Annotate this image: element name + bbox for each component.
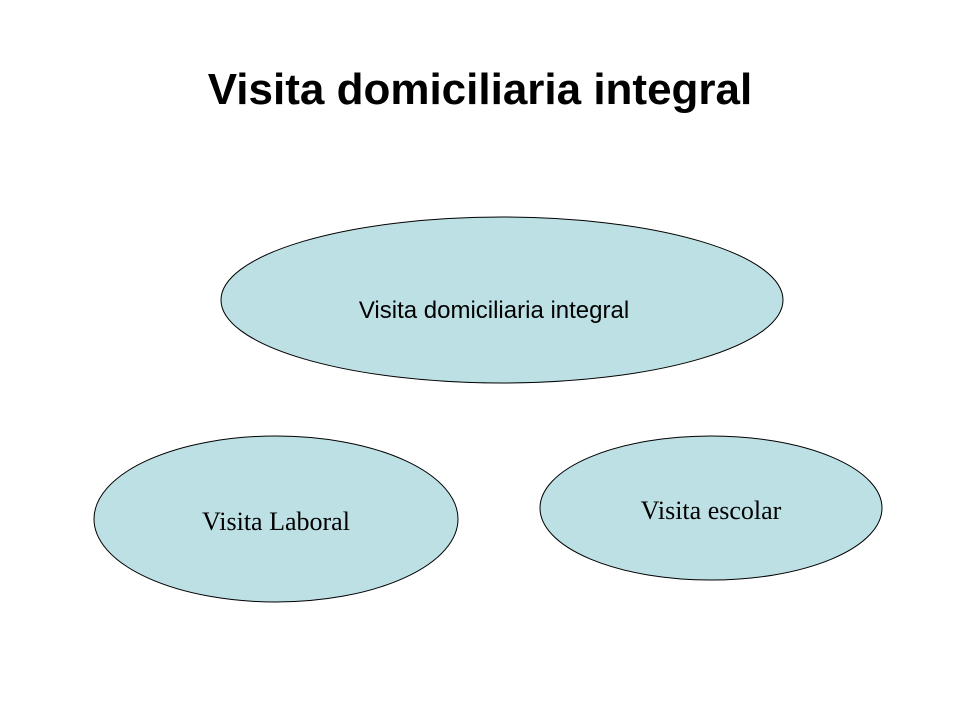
node-shape-laboral	[93, 435, 459, 603]
node-visita-laboral: Visita Laboral	[93, 435, 459, 603]
node-shape-integral	[220, 216, 784, 384]
node-label-integral: Visita domiciliaria integral	[359, 297, 629, 324]
node-visita-escolar: Visita escolar	[539, 435, 883, 581]
node-visita-domiciliaria-integral: Visita domiciliaria integral	[220, 216, 784, 384]
node-label-laboral: Visita Laboral	[202, 507, 350, 536]
node-shape-escolar	[539, 435, 883, 581]
slide-title: Visita domiciliaria integral	[207, 65, 753, 114]
node-label-escolar: Visita escolar	[641, 496, 782, 525]
